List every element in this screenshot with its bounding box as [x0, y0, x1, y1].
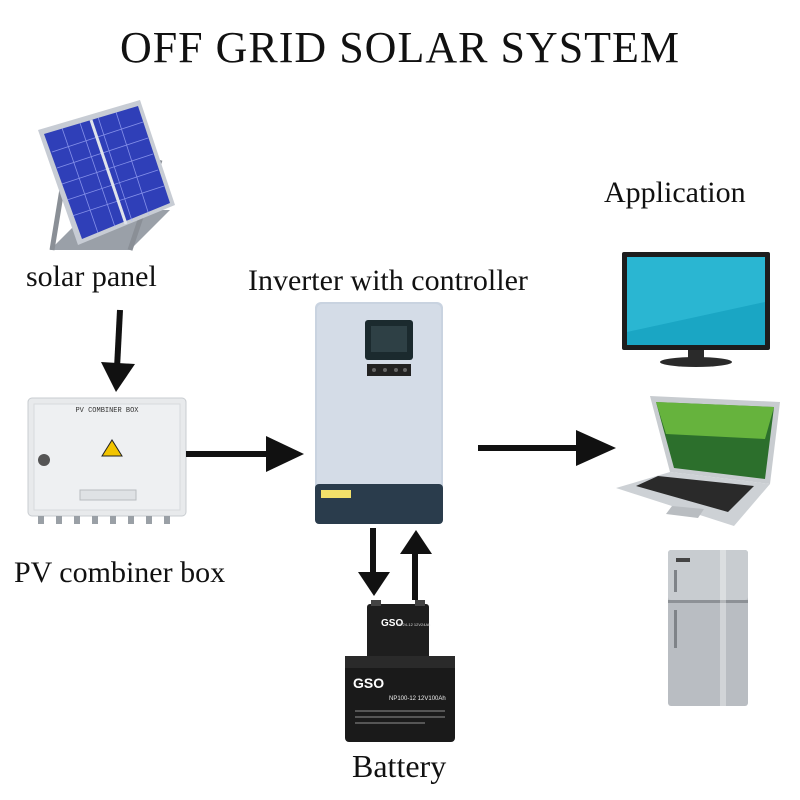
- battery-brand-large: GSO: [353, 675, 384, 691]
- arrow-up-icon: [400, 530, 432, 600]
- refrigerator-icon: [668, 550, 748, 706]
- solar-panel-label: solar panel: [26, 260, 157, 293]
- arrow-down-icon: [101, 309, 135, 392]
- combiner-box-text: PV COMBINER BOX: [75, 407, 139, 415]
- combiner-box-icon: PV COMBINER BOX: [27, 397, 187, 524]
- combiner-box-label: PV combiner box: [14, 556, 226, 589]
- inverter-icon: [315, 302, 443, 524]
- inverter-label: Inverter with controller: [248, 264, 528, 297]
- diagram-title: OFF GRID SOLAR SYSTEM: [119, 23, 681, 72]
- tv-icon: [622, 252, 770, 367]
- battery-icon: GSO NP24-12 12V24Ah GSO NP100-12 12V100A…: [345, 600, 455, 742]
- arrow-down-icon: [358, 528, 390, 596]
- battery-model-large: NP100-12 12V100Ah: [389, 696, 446, 702]
- solar-panel-icon: [38, 100, 175, 251]
- battery-label: Battery: [352, 748, 447, 784]
- laptop-icon: [616, 396, 780, 526]
- battery-model-small: NP24-12 12V24Ah: [397, 622, 430, 627]
- arrow-right-icon: [186, 436, 304, 472]
- arrow-right-icon: [478, 430, 616, 466]
- application-label: Application: [604, 176, 746, 209]
- battery-brand-small: GSO: [381, 618, 403, 629]
